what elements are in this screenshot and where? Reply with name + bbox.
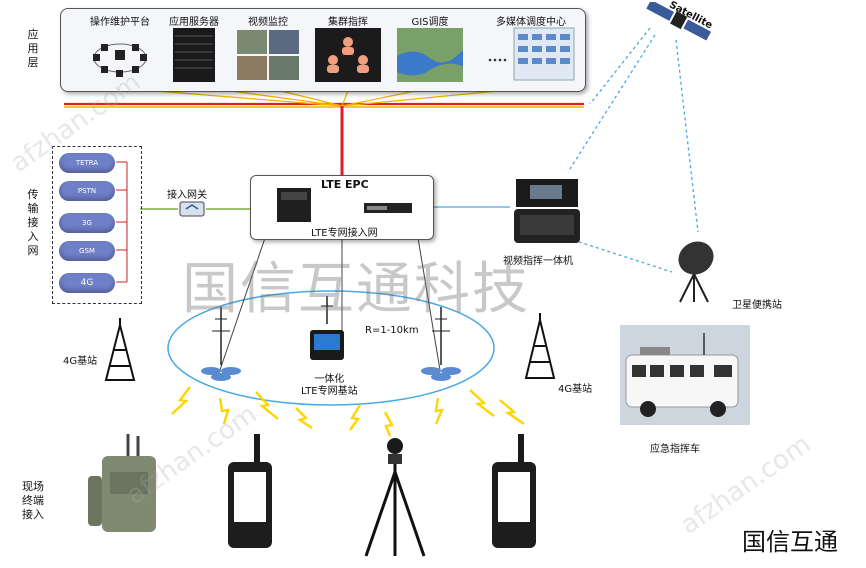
video-unit-label: 视频指挥一体机 bbox=[503, 256, 573, 267]
backpack-terminal-icon[interactable] bbox=[84, 432, 164, 542]
group-users-icon bbox=[315, 28, 381, 82]
integrated-base-station-icon[interactable] bbox=[304, 294, 350, 368]
server-rack-icon bbox=[173, 28, 215, 82]
base-station-left-tower-icon bbox=[100, 316, 140, 382]
satellite-icon bbox=[646, 2, 712, 41]
gateway-label: 接入网关 bbox=[167, 190, 207, 201]
network-cloud-4g: 4G bbox=[59, 273, 115, 293]
vehicle-label: 应急指挥车 bbox=[650, 444, 700, 455]
layer-label-transport: 传输接入网 bbox=[27, 188, 39, 257]
sat-station-label: 卫星便携站 bbox=[732, 300, 782, 311]
coverage-radius-label: R=1-10km bbox=[365, 325, 419, 336]
app-label: 视频监控 bbox=[248, 17, 288, 28]
lte-epc-box[interactable]: LTE EPC LTE专网接入网 bbox=[250, 175, 434, 240]
satellite-dish-icon[interactable] bbox=[670, 236, 718, 306]
transport-network-group: TETRA PSTN 3G GSM 4G bbox=[52, 146, 142, 304]
core-server-icon bbox=[277, 188, 311, 222]
base-station-left-label: 4G基站 bbox=[63, 356, 98, 367]
handheld-terminal-left-icon[interactable] bbox=[224, 432, 276, 550]
app-item-ops-platform[interactable]: 操作维护平台 bbox=[85, 13, 155, 82]
layer-label-terminal: 现场终端接入 bbox=[22, 480, 44, 521]
application-panel: 操作维护平台 应用服务器 视频监控 集群指挥 GIS调度 bbox=[60, 8, 586, 92]
app-label: 操作维护平台 bbox=[90, 17, 150, 28]
handheld-terminal-right-icon[interactable] bbox=[488, 432, 540, 550]
small-cell-left-icon[interactable] bbox=[196, 305, 246, 385]
network-cloud-tetra: TETRA bbox=[59, 153, 115, 173]
dispatch-console-icon bbox=[488, 27, 575, 81]
corner-brand-label: 国信互通 bbox=[742, 528, 838, 556]
integrated-bs-label: 一体化 LTE专网基站 bbox=[301, 374, 358, 397]
small-cell-right-icon[interactable] bbox=[416, 305, 466, 385]
command-vehicle-icon[interactable] bbox=[620, 325, 750, 425]
map-icon bbox=[397, 28, 463, 82]
app-item-video-surveillance[interactable]: 视频监控 bbox=[233, 13, 303, 82]
rack-unit-icon bbox=[364, 203, 412, 213]
network-ring-icon bbox=[93, 43, 147, 77]
tripod-camera-icon[interactable] bbox=[360, 432, 430, 560]
video-command-unit-icon[interactable] bbox=[510, 177, 584, 245]
app-label: 多媒体调度中心 bbox=[496, 17, 566, 28]
app-item-multimedia-center[interactable]: 多媒体调度中心 bbox=[481, 13, 581, 82]
gateway-device-icon bbox=[179, 201, 205, 217]
app-label: 应用服务器 bbox=[169, 17, 219, 28]
app-label: 集群指挥 bbox=[328, 17, 368, 28]
network-cloud-3g: 3G bbox=[59, 213, 115, 233]
video-wall-icon bbox=[237, 30, 299, 80]
app-label: GIS调度 bbox=[411, 17, 449, 28]
brand-watermark: 国信互通科技 bbox=[182, 257, 530, 322]
app-item-trunk-command[interactable]: 集群指挥 bbox=[313, 13, 383, 82]
epc-subtitle: LTE专网接入网 bbox=[311, 228, 378, 239]
network-cloud-pstn: PSTN bbox=[59, 181, 115, 201]
epc-title: LTE EPC bbox=[321, 178, 369, 191]
base-station-right-label: 4G基站 bbox=[558, 384, 593, 395]
app-item-gis-dispatch[interactable]: GIS调度 bbox=[395, 13, 465, 82]
network-cloud-gsm: GSM bbox=[59, 241, 115, 261]
app-item-app-server[interactable]: 应用服务器 bbox=[159, 13, 229, 82]
layer-label-app: 应用层 bbox=[27, 28, 39, 69]
